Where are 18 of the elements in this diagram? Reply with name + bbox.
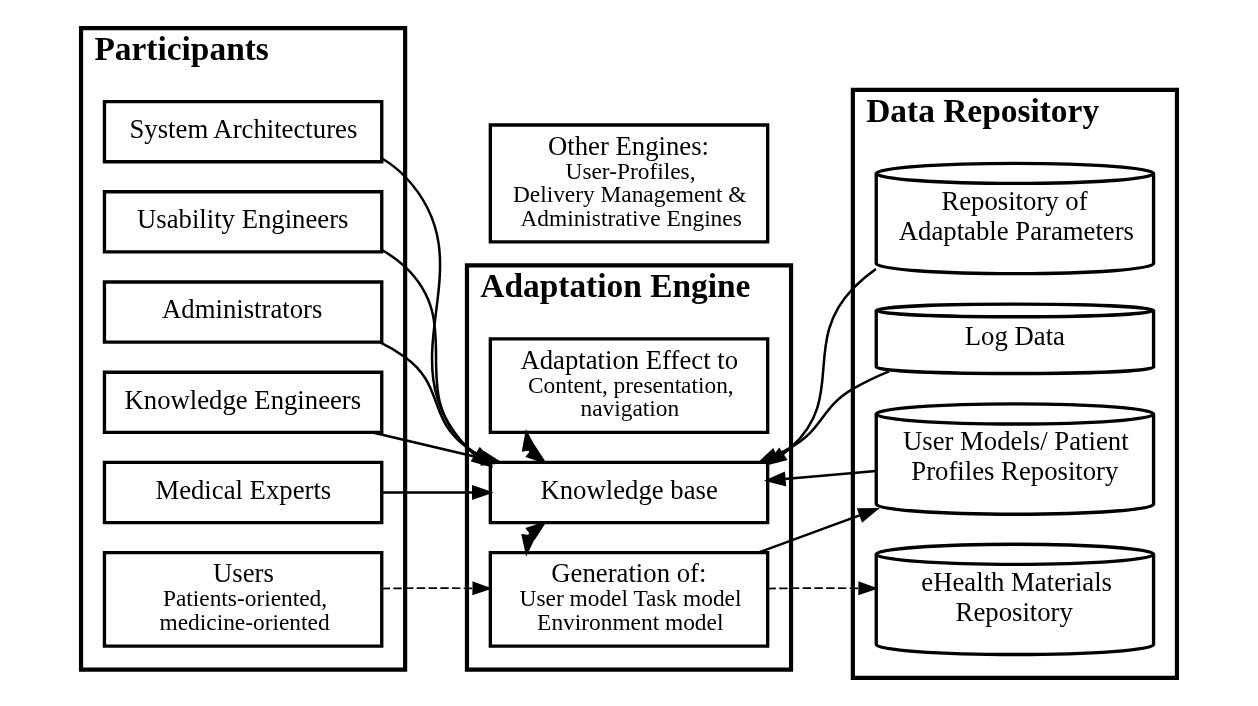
node-box: System Architectures: [102, 99, 384, 164]
arrow: [758, 508, 880, 554]
arrow: [763, 469, 876, 487]
node-box: Administrators: [102, 280, 384, 344]
arrow: [766, 581, 879, 596]
node-box: Generation of: User model Task model Environment model: [488, 550, 770, 648]
node-box: Other Engines: User-Profiles, Delivery Management & Administrative Engines: [488, 123, 770, 244]
arrow: [765, 268, 877, 466]
node-box: Knowledge Engineers: [102, 370, 384, 435]
node-box: Knowledge base: [488, 460, 770, 525]
node-box: Adaptation Effect to Content, presentation, navigation: [488, 337, 770, 435]
node-box: Medical Experts: [102, 460, 384, 525]
arrow: [380, 581, 493, 596]
arrow: [521, 429, 548, 465]
arrow: [521, 520, 548, 557]
node-box: Users Patients-oriented, medicine-oriented: [102, 550, 384, 648]
arrow: [381, 484, 494, 501]
node-box: Usability Engineers: [102, 190, 384, 254]
